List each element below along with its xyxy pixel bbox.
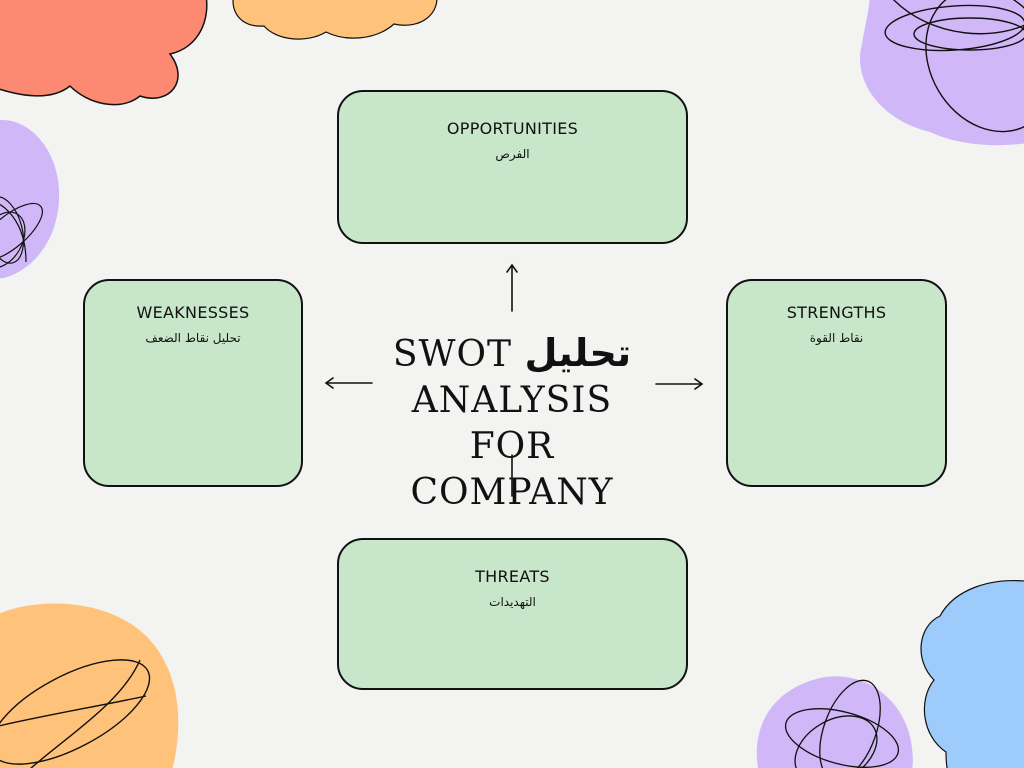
purple-blob-top-right <box>860 0 1024 146</box>
weaknesses-card: WEAKNESSES تحليل نقاط الضعف <box>83 279 303 487</box>
threats-card: THREATS التهديدات <box>337 538 688 690</box>
threats-subtitle: التهديدات <box>489 595 536 609</box>
scribble-bottom-left <box>0 659 151 768</box>
center-title: SWOT تحليل ANALYSIS FOR COMPANY <box>372 330 652 516</box>
opportunities-subtitle: الفرص <box>495 147 530 161</box>
orange-blob-bottom-left <box>0 603 179 768</box>
weaknesses-subtitle: تحليل نقاط الضعف <box>145 331 241 345</box>
threats-title: THREATS <box>475 567 550 586</box>
orange-blob-top <box>232 0 438 40</box>
purple-blob-left <box>0 120 60 279</box>
blue-blob-bottom-right <box>920 580 1024 768</box>
scribble-top-right <box>884 0 1024 133</box>
coral-blob <box>0 0 208 106</box>
title-line-3: FOR <box>469 426 555 467</box>
scribble-left <box>0 196 43 269</box>
strengths-title: STRENGTHS <box>786 303 887 322</box>
opportunities-title: OPPORTUNITIES <box>446 119 579 138</box>
title-line-1: SWOT تحليل <box>372 330 652 378</box>
opportunities-card: OPPORTUNITIES الفرص <box>337 90 688 244</box>
scribble-bottom-right <box>784 679 900 768</box>
title-swot: SWOT <box>392 334 513 375</box>
title-arabic: تحليل <box>524 331 632 375</box>
weaknesses-title: WEAKNESSES <box>136 303 250 322</box>
strengths-subtitle: نقاط القوة <box>809 331 864 345</box>
purple-blob-bottom-right <box>756 676 913 768</box>
strengths-card: STRENGTHS نقاط القوة <box>726 279 947 487</box>
title-line-4: COMPANY <box>410 472 614 513</box>
title-line-2: ANALYSIS <box>411 380 613 421</box>
